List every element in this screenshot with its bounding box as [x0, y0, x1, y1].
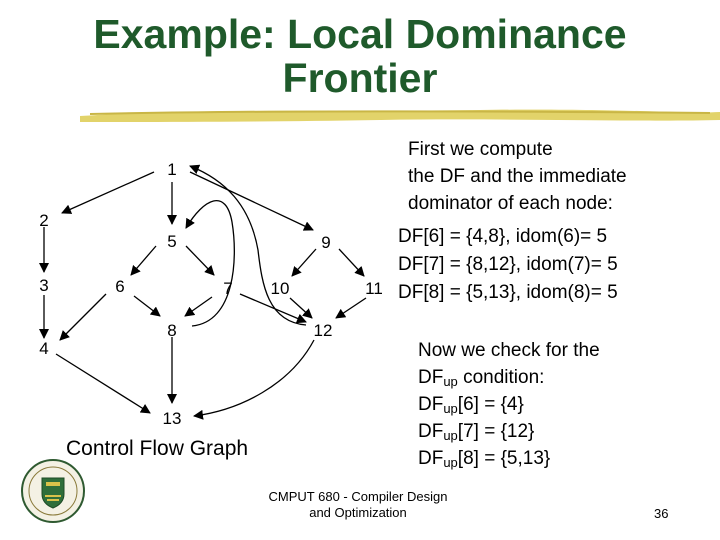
edge-11-12	[335, 297, 367, 319]
edge-4-13	[55, 353, 151, 414]
edge-12-13	[193, 339, 315, 420]
df-line-6: DF[6] = {4,8}, idom(6)= 5	[398, 226, 608, 247]
text-check-line2: DFup condition:	[418, 367, 545, 389]
df-line-8: DF[8] = {5,13}, idom(8)= 5	[398, 282, 618, 303]
edge-9-11	[338, 248, 365, 277]
node-9: 9	[321, 233, 330, 252]
edge-9-10	[291, 248, 317, 277]
edge-6-4	[59, 293, 107, 341]
node-13: 13	[163, 409, 182, 428]
node-11: 11	[365, 279, 383, 298]
graph-caption: Control Flow Graph	[66, 437, 249, 460]
dfup-line-6: DFup[6] = {4}	[418, 394, 524, 416]
edge-10-12	[289, 297, 313, 319]
page-number: 36	[654, 506, 669, 521]
node-3: 3	[39, 276, 48, 295]
edge-7-8	[184, 296, 213, 317]
slide-title-line2: Frontier	[282, 55, 438, 101]
dfup-line-8: DFup[8] = {5,13}	[418, 448, 551, 470]
edge-1-9	[189, 171, 314, 231]
node-10: 10	[271, 279, 290, 298]
title-underline-brush	[80, 109, 720, 122]
text-compute-line3: dominator of each node:	[408, 193, 613, 214]
footer-line1: CMPUT 680 - Compiler Design	[268, 489, 448, 504]
node-7: 7	[223, 279, 232, 298]
university-seal-logo	[21, 459, 85, 523]
edge-8-5-backedge	[185, 200, 235, 327]
node-8: 8	[167, 321, 176, 340]
text-check-line1: Now we check for the	[418, 340, 600, 361]
text-compute-line1: First we compute	[408, 139, 553, 160]
edge-6-8	[133, 295, 161, 317]
df-line-7: DF[7] = {8,12}, idom(7)= 5	[398, 254, 618, 275]
slide-title-line1: Example: Local Dominance	[93, 11, 627, 57]
edge-7-12	[239, 293, 307, 324]
footer-line2: and Optimization	[309, 505, 407, 520]
node-2: 2	[39, 211, 48, 230]
edge-5-6	[130, 245, 157, 276]
node-1: 1	[167, 160, 176, 179]
node-4: 4	[39, 339, 48, 358]
edge-5-7	[185, 245, 215, 276]
edge-1-2	[61, 171, 155, 214]
edge-12-1-loop	[189, 164, 307, 326]
text-compute-line2: the DF and the immediate	[408, 166, 627, 187]
node-12: 12	[314, 321, 333, 340]
dfup-line-7: DFup[7] = {12}	[418, 421, 535, 443]
footer: CMPUT 680 - Compiler Design and Optimiza…	[258, 489, 458, 521]
node-5: 5	[167, 232, 176, 251]
node-6: 6	[115, 277, 124, 296]
